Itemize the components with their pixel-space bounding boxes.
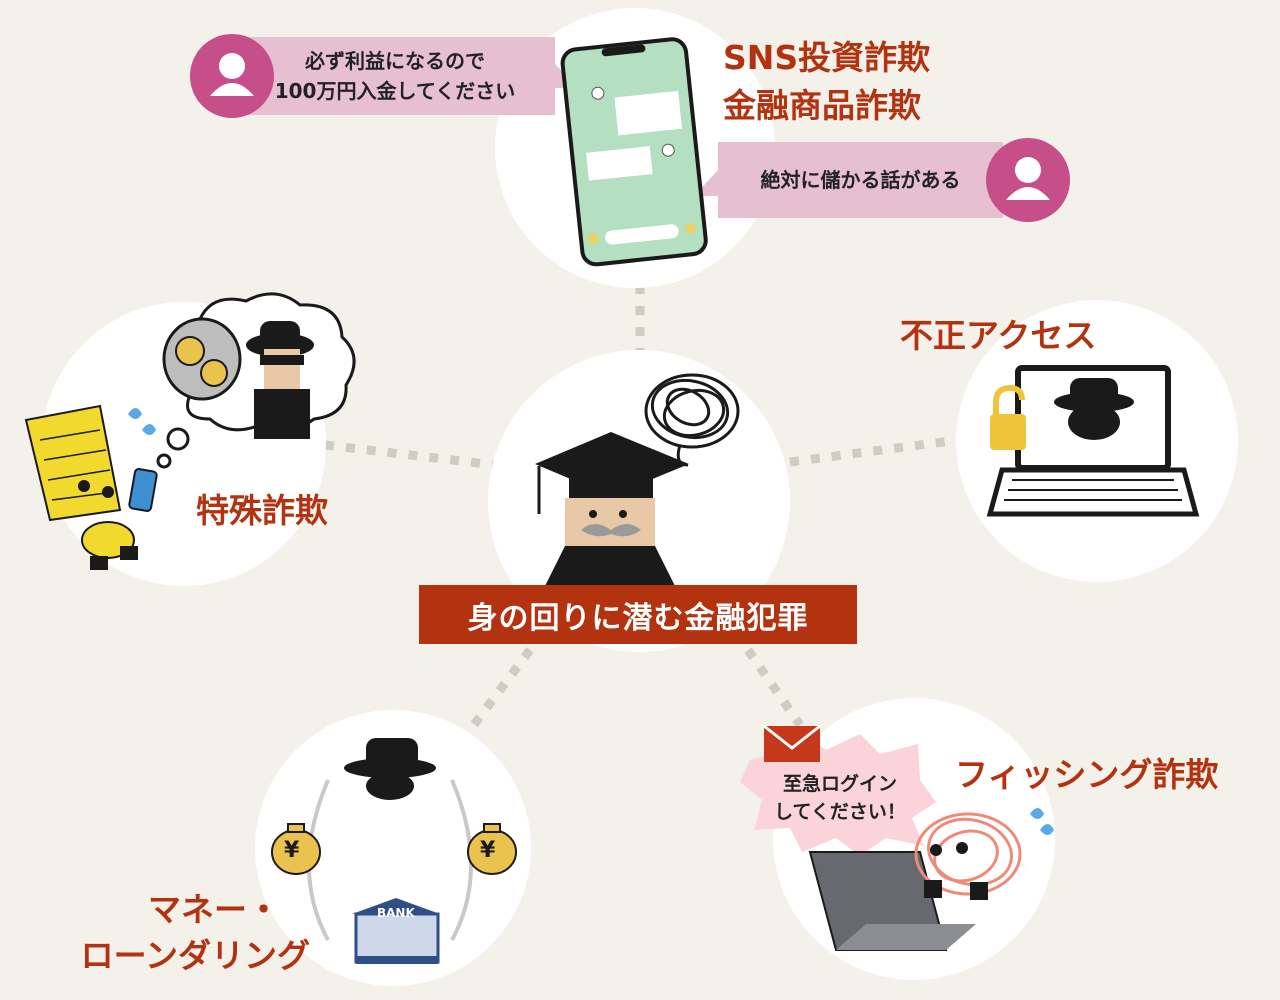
user-icon	[210, 53, 254, 96]
unauthorized-heading: 不正アクセス	[900, 316, 1097, 355]
money-cycle-diagram	[271, 738, 517, 964]
smartphone-icon	[560, 37, 708, 267]
sns-bubble-right-text: 絶対に儲かる話がある	[760, 168, 961, 192]
user-icon	[1006, 157, 1050, 200]
money-heading-line2: ローンダリング	[80, 936, 310, 975]
moneybag-icon	[467, 823, 517, 875]
sns-heading-line1: SNS投資詐欺	[723, 38, 931, 77]
sns-avatar-right	[986, 138, 1070, 222]
sns-bubble-top-line2: 100万円入金してください	[274, 79, 516, 103]
connector-tokushu	[324, 440, 496, 470]
moneybag-icon	[175, 336, 205, 366]
center-title: 身の回りに潜む金融犯罪	[419, 585, 857, 644]
phishing-burst-text: 至急ログイン してください！	[770, 770, 910, 826]
envelope-icon	[763, 724, 821, 762]
yen-left: ¥	[284, 838, 300, 863]
connector-money	[466, 647, 534, 733]
sns-heading: SNS投資詐欺 金融商品詐欺	[723, 38, 930, 126]
tokushu-heading: 特殊詐欺	[196, 491, 328, 530]
laptop-victim-icon	[808, 808, 1054, 951]
phishing-burst-line1: 至急ログイン	[782, 773, 897, 795]
padlock-icon	[990, 414, 1026, 450]
panic-person-icon	[24, 404, 158, 570]
sns-bubble-right: 絶対に儲かる話がある	[718, 142, 1003, 218]
scribble-icon	[644, 373, 740, 467]
moneybag-icon	[271, 823, 321, 875]
confused-professor-icon	[535, 432, 689, 586]
money-heading-line1: マネー・	[148, 890, 280, 929]
connector-unauthorized	[789, 435, 959, 467]
laptop-hacker-icon	[986, 365, 1200, 517]
sns-bubble-top-line1: 必ず利益になるので	[305, 49, 485, 73]
phishing-heading: フィッシング詐欺	[955, 755, 1219, 794]
money-heading: マネー・ ローンダリング	[60, 890, 310, 976]
yen-right: ¥	[480, 838, 496, 863]
sns-bubble-top: 必ず利益になるので 100万円入金してください	[235, 37, 555, 115]
bank-icon	[352, 898, 440, 914]
phishing-burst-line2: してください！	[774, 801, 906, 823]
connector-phishing	[744, 647, 804, 728]
thought-cloud-icon	[156, 292, 356, 469]
bank-label: BANK	[377, 906, 415, 920]
moneybag-icon	[200, 359, 228, 387]
sns-heading-line2: 金融商品詐欺	[723, 86, 921, 125]
sns-avatar-left	[190, 34, 274, 118]
